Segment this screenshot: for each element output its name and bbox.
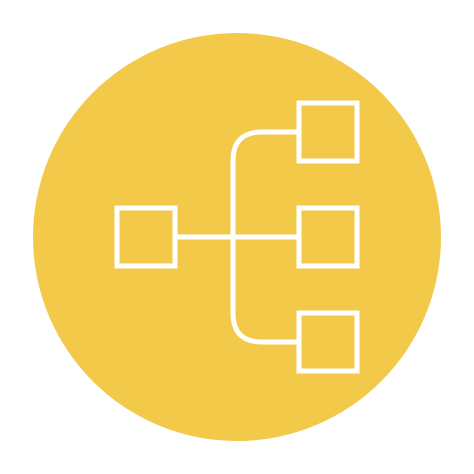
child-node-bottom-icon bbox=[296, 310, 360, 374]
branch-trunk bbox=[230, 129, 299, 345]
child-node-top-icon bbox=[296, 100, 360, 164]
structure-lines bbox=[114, 100, 360, 374]
child-node-middle-icon bbox=[296, 205, 360, 269]
